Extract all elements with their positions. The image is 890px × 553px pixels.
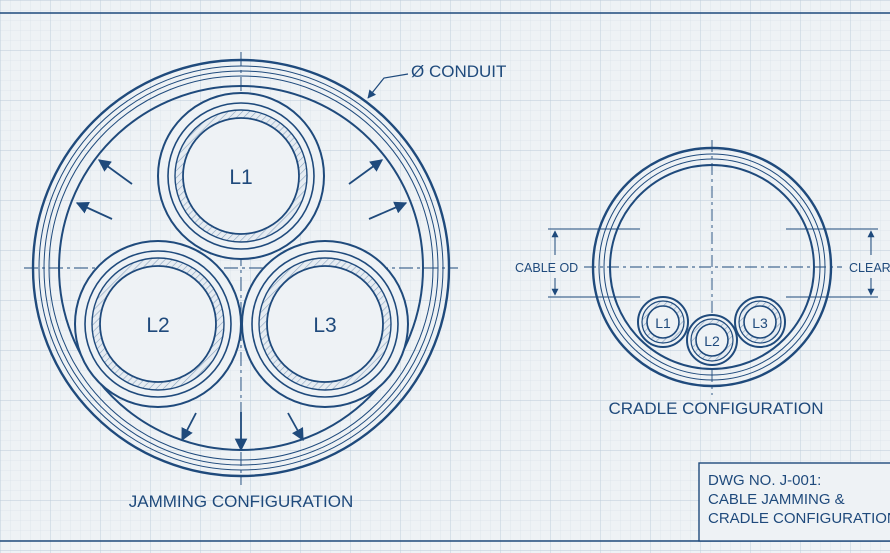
- arrow-upper-left-2: [75, 201, 113, 220]
- jamming-cable-l2: L2: [74, 240, 242, 408]
- jamming-caption: JAMMING CONFIGURATION: [129, 492, 353, 511]
- cradle-cable-l2: L2: [686, 314, 738, 366]
- jamming-l1-label: L1: [229, 166, 252, 189]
- cradle-configuration: L1 L2 L3 CABLE OD: [515, 140, 890, 418]
- cable-od-label: CABLE OD: [515, 261, 578, 275]
- jamming-l2-label: L2: [146, 314, 169, 337]
- arrow-upper-left-1: [97, 159, 133, 185]
- jamming-configuration: L1 L2 L3: [24, 52, 506, 511]
- jamming-cable-l1: L1: [157, 92, 325, 260]
- arrow-down-right: [287, 412, 304, 442]
- jamming-l3-label: L3: [313, 314, 336, 337]
- conduit-leader: [367, 73, 409, 99]
- arrow-upper-right-1: [348, 159, 384, 185]
- cradle-cable-l3: L3: [734, 296, 786, 348]
- cradle-l3-label: L3: [752, 315, 768, 331]
- arrow-down-left: [181, 412, 197, 442]
- title-block-line-1: DWG NO. J-001:: [708, 472, 821, 489]
- jamming-force-arrows: [75, 159, 408, 452]
- clearance-dimension: [786, 228, 878, 298]
- arrow-upper-right-2: [368, 201, 408, 220]
- cradle-caption: CRADLE CONFIGURATION: [608, 399, 823, 418]
- title-block-line-3: CRADLE CONFIGURATION: [708, 510, 890, 527]
- cradle-l1-label: L1: [655, 315, 671, 331]
- title-block: DWG NO. J-001: CABLE JAMMING & CRADLE CO…: [698, 462, 890, 542]
- clearance-label: CLEARANCE: [849, 261, 890, 275]
- cable-od-dimension: [548, 228, 640, 298]
- cradle-cable-l1: L1: [637, 296, 689, 348]
- conduit-label: Ø CONDUIT: [411, 62, 506, 81]
- cradle-l2-label: L2: [704, 333, 720, 349]
- jamming-cable-l3: L3: [241, 240, 409, 408]
- title-block-line-2: CABLE JAMMING &: [708, 491, 845, 508]
